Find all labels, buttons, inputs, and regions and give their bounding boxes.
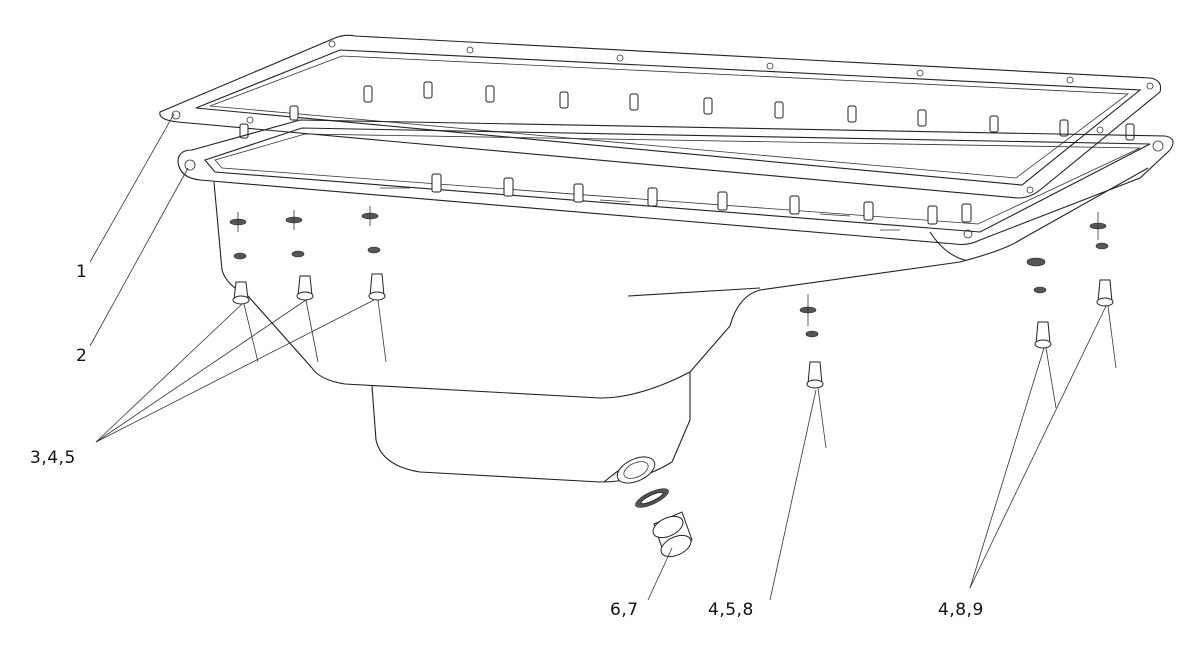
right-bolt-stacks [1026,212,1117,409]
callout-4-5-8: 4,5,8 [708,600,754,620]
pan-studs [239,81,1135,141]
oil-pan-body [213,167,1149,483]
gasket [159,34,1162,199]
left-bolt-stacks [229,206,386,305]
flange-front-studs [380,173,972,231]
oil-pan-flange [177,119,1174,246]
callout-4-8-9: 4,8,9 [938,600,984,620]
center-bolt-stack [799,294,827,449]
gasket-bolt-holes [171,40,1154,194]
callout-1: 1 [76,262,88,282]
callout-3-4-5: 3,4,5 [30,448,76,468]
leader-lines [89,113,1107,601]
callout-2: 2 [76,346,88,366]
callout-6-7: 6,7 [610,600,639,620]
drain-plug [616,456,693,558]
